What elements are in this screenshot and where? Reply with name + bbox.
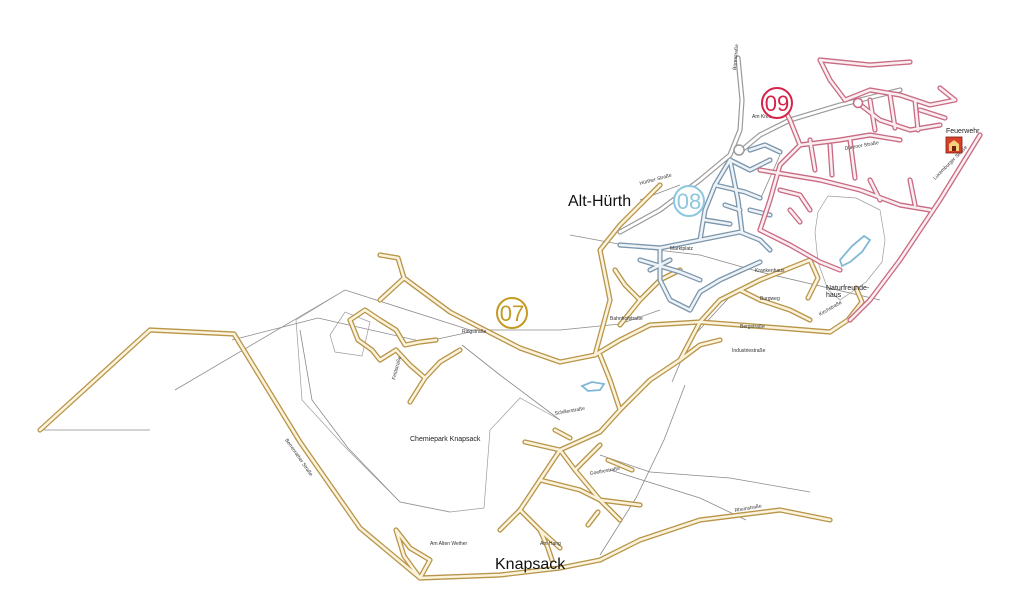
lakes [580,234,872,392]
street-label: Marktplatz [670,246,694,252]
place-label-naturfreundehaus: Naturfreunde- haus [826,285,871,299]
street-label: Dürener Straße [844,140,879,152]
place-label-alt-huerth: Alt-Hürth [568,193,631,210]
street-label: Am Kreisel [752,114,776,120]
street-label: Hürther Straße [639,173,673,187]
roads-district-09 [757,57,983,323]
roads-district-08 [617,142,783,313]
street-label: Kirchstraße [818,300,843,318]
district-number-08: 08 [677,189,701,214]
street-label: Burgweg [760,296,780,302]
street-label: Bergstraße [740,324,765,330]
street-label: Am Alten Weiher [430,541,467,547]
street-label: Bahnhofstraße [610,316,643,322]
district-marker-08: 08 [673,185,705,217]
district-number-07: 07 [500,301,524,326]
street-label: Bonnstraße [732,44,740,70]
place-label-feuerwehr: Feuerwehr [946,128,980,135]
place-label-chemiepark: Chemiepark Knapsack [410,436,481,443]
fire-station-icon [945,136,963,154]
naturfreundehaus-line-2: haus [826,292,842,299]
district-marker-09: 09 [761,87,793,119]
street-label: Goethestraße [589,466,620,477]
street-label: Feldstraße [391,356,403,381]
place-label-knapsack: Knapsack [495,556,566,573]
street-label: Schillerstraße [554,406,585,417]
street-label: Rheinstraße [734,503,762,514]
district-marker-07: 07 [496,297,528,329]
street-label: Industriestraße [732,348,766,354]
street-label: Krankenhaus [755,268,785,274]
naturfreundehaus-line-1: Naturfreunde- [826,285,870,292]
district-number-09: 09 [765,91,789,116]
roads-district-07 [37,182,865,581]
street-label: Ringstraße [462,329,487,335]
railway-lines [40,154,881,556]
street-label: Am Hang [540,541,561,547]
area-outlines [295,195,886,513]
